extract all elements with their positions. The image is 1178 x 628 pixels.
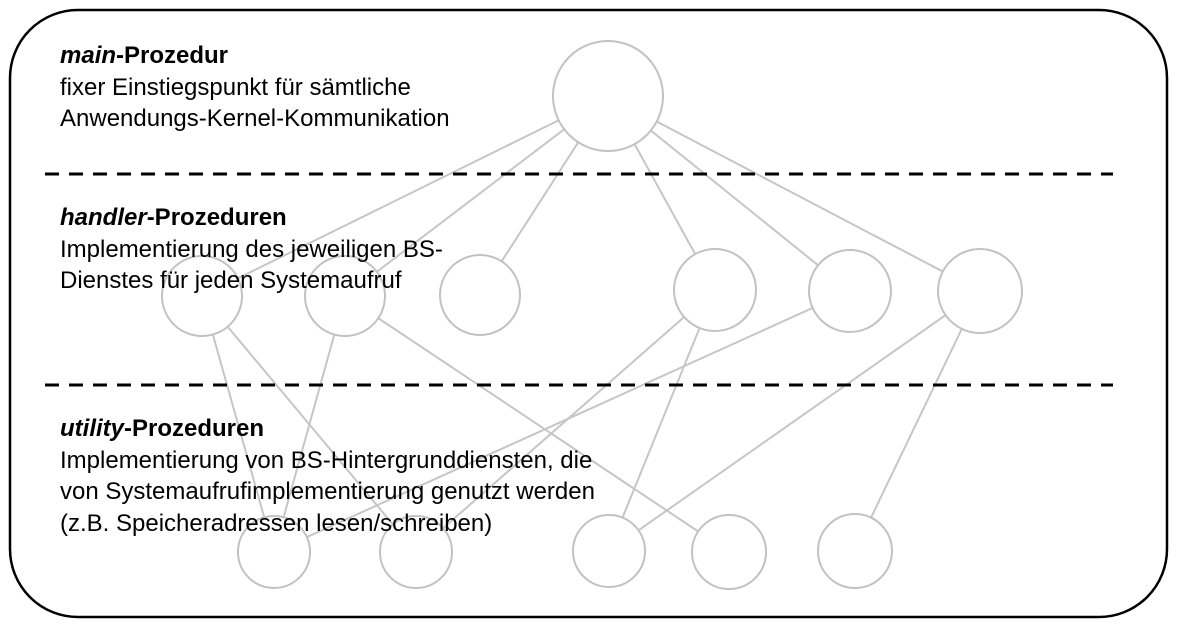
handler-title-suffix: -Prozeduren <box>146 204 287 231</box>
edge-h2-uA <box>273 295 346 553</box>
edge-h1-uA <box>201 295 275 553</box>
handler-title: handler-Prozeduren <box>60 202 443 234</box>
edge-h4-uC <box>608 289 716 552</box>
main-label-block: main-Prozedur fixer Einstiegspunkt für s… <box>60 40 450 135</box>
outer-border <box>8 8 1169 619</box>
utility-label-block: utility-Prozeduren Implementierung von B… <box>60 413 595 539</box>
node-uB-circle <box>379 515 453 589</box>
handler-description-line-1: Implementierung des jeweiligen BS- <box>60 235 443 263</box>
node-main-circle <box>552 40 664 152</box>
node-h6-circle <box>937 248 1023 334</box>
handler-label-block: handler-Prozeduren Implementierung des j… <box>60 202 443 297</box>
edge-h6-uE <box>854 290 981 552</box>
edge-main-h1 <box>201 95 609 297</box>
edge-main-h6 <box>607 95 981 292</box>
node-h4-circle <box>673 248 757 332</box>
edge-h2-uD <box>344 295 730 553</box>
node-uA-circle <box>237 515 311 589</box>
node-h2-circle <box>304 255 386 337</box>
handler-title-term: handler <box>60 204 147 231</box>
main-title-suffix: -Prozedur <box>116 42 229 69</box>
utility-description-line-3: (z.B. Speicheradressen lesen/schreiben) <box>60 509 493 537</box>
main-description-line-1: fixer Einstiegspunkt für sämtliche <box>60 73 411 101</box>
utility-description-line-1: Implementierung von BS-Hintergrunddienst… <box>60 446 593 474</box>
utility-title: utility-Prozeduren <box>60 413 595 445</box>
node-uD-circle <box>691 514 767 590</box>
handler-description-line-2: Dienstes für jeden Systemaufruf <box>60 267 402 294</box>
utility-title-term: utility <box>60 415 124 442</box>
edge-h5-uA <box>273 290 851 553</box>
main-description-line-2: Anwendungs-Kernel-Kommunikation <box>60 105 450 132</box>
main-title-term: main <box>60 42 117 69</box>
node-h3-circle <box>439 254 521 336</box>
node-h5-circle <box>808 249 892 333</box>
main-title: main-Prozedur <box>60 40 450 72</box>
edge-h6-uC <box>608 290 981 552</box>
node-uC-circle <box>572 514 646 588</box>
node-h1-circle <box>161 255 243 337</box>
utility-description-line-2: von Systemaufrufimplementierung genutzt … <box>60 478 595 505</box>
utility-title-suffix: -Prozeduren <box>124 415 265 442</box>
node-uE-circle <box>817 513 893 589</box>
